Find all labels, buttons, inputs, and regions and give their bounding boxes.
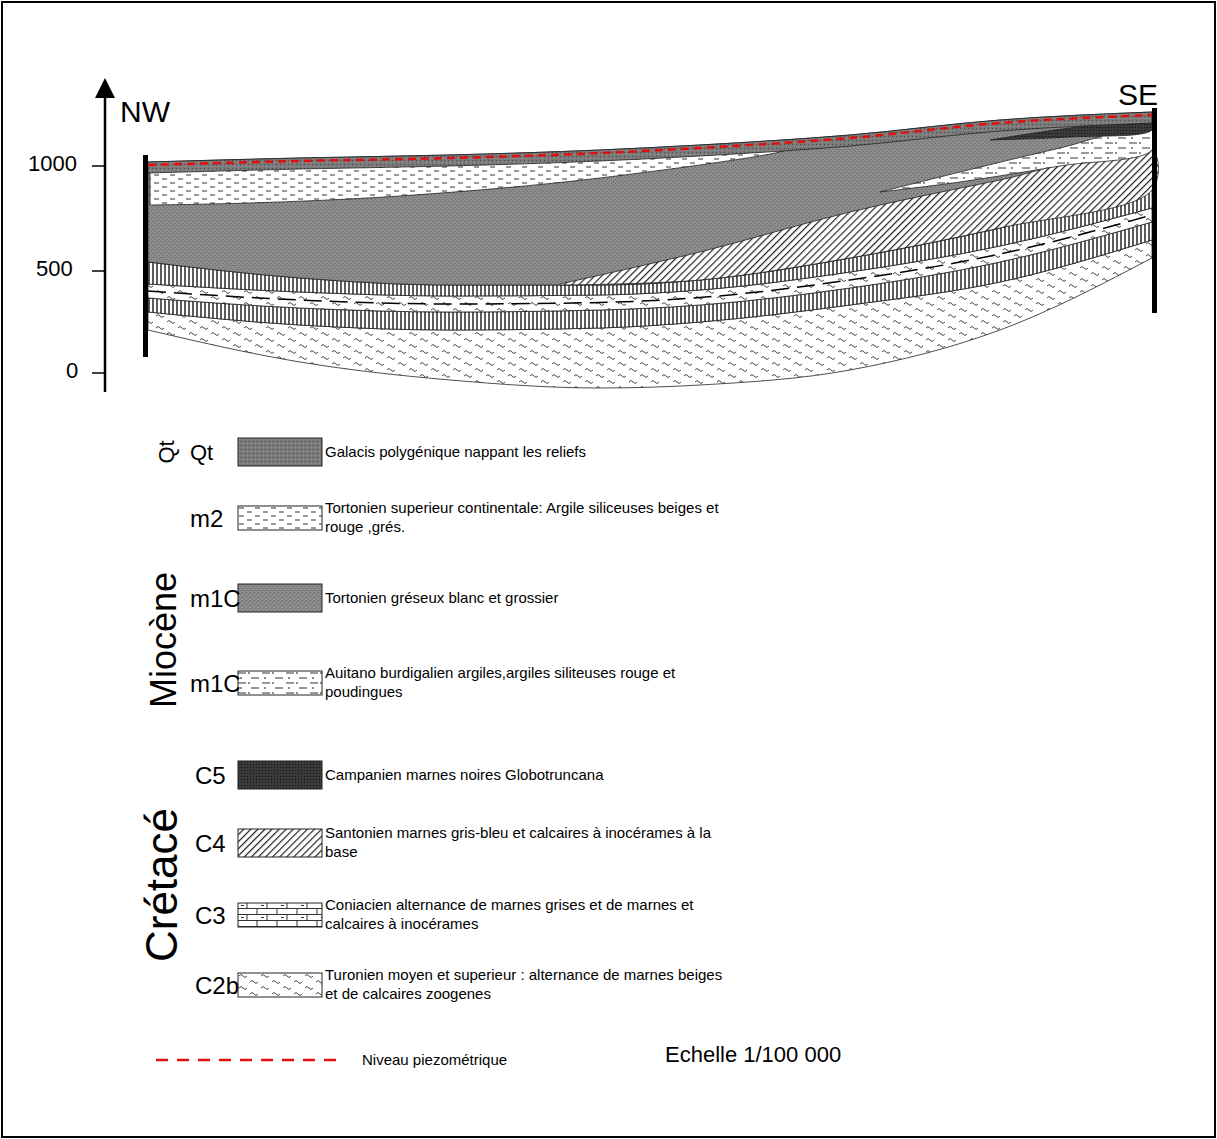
axis-ticks — [92, 166, 105, 373]
axis-label: 0 — [66, 358, 78, 383]
pattern-sample — [238, 671, 322, 695]
legend-swatch — [155, 1057, 342, 1063]
legend-swatch — [237, 670, 323, 696]
legend-text: Campanien marnes noires Globotruncana — [325, 766, 725, 785]
legend-text: Galacis polygénique nappant les reliefs — [325, 443, 725, 462]
axis-label: NW — [120, 95, 170, 130]
pattern-sample — [238, 829, 322, 857]
legend-text: Tortonien superieur continentale: Argile… — [325, 499, 725, 537]
axis-label: C5 — [195, 762, 226, 790]
legend-text: Turonien moyen et superieur : alternance… — [325, 966, 725, 1004]
pattern-sample — [238, 761, 322, 789]
axis-label: C4 — [195, 830, 226, 858]
legend-swatch — [237, 583, 323, 613]
strata — [148, 112, 1158, 388]
axis-label: m1C — [190, 585, 241, 613]
legend-text: Coniacien alternance de marnes grises et… — [325, 896, 725, 934]
legend-swatch — [237, 972, 323, 998]
group-label: Crétacé — [140, 808, 184, 962]
axis-label: 500 — [36, 256, 73, 281]
axis-label: SE — [1118, 78, 1158, 113]
pattern-sample — [238, 584, 322, 612]
axis-label: Qt — [190, 440, 213, 465]
legend-swatch — [237, 828, 323, 858]
contact-line — [148, 215, 1152, 304]
legend-swatch — [237, 437, 323, 467]
elevation-axis — [104, 88, 107, 392]
borehole-bar — [143, 155, 148, 357]
legend-swatch — [237, 760, 323, 790]
axis-label: m2 — [190, 505, 223, 533]
group-label: Miocène — [146, 572, 182, 708]
axis-label: Echelle 1/100 000 — [665, 1042, 841, 1067]
legend-text: Tortonien gréseux blanc et grossier — [325, 589, 725, 608]
pattern-sample — [238, 903, 322, 927]
legend-swatch — [237, 505, 323, 531]
legend-text: Auitano burdigalien argiles,argiles sili… — [325, 664, 725, 702]
axis-label: C3 — [195, 902, 226, 930]
borehole-bar — [1152, 108, 1157, 313]
quaternary-glacis — [148, 112, 1152, 173]
pattern-sample — [238, 973, 322, 997]
axis-label: C2b — [195, 972, 239, 1000]
piezometric-line — [148, 115, 1152, 165]
legend-text: Niveau piezométrique — [362, 1051, 762, 1070]
legend-swatch — [237, 902, 323, 928]
legend-text: Santonien marnes gris-bleu et calcaires … — [325, 824, 725, 862]
axis-label: 1000 — [28, 151, 77, 176]
group-label: Qt — [156, 440, 178, 463]
line-sample — [156, 1059, 340, 1062]
axis-label: m1C — [190, 670, 241, 698]
pattern-sample — [238, 438, 322, 466]
pattern-sample — [238, 506, 322, 530]
